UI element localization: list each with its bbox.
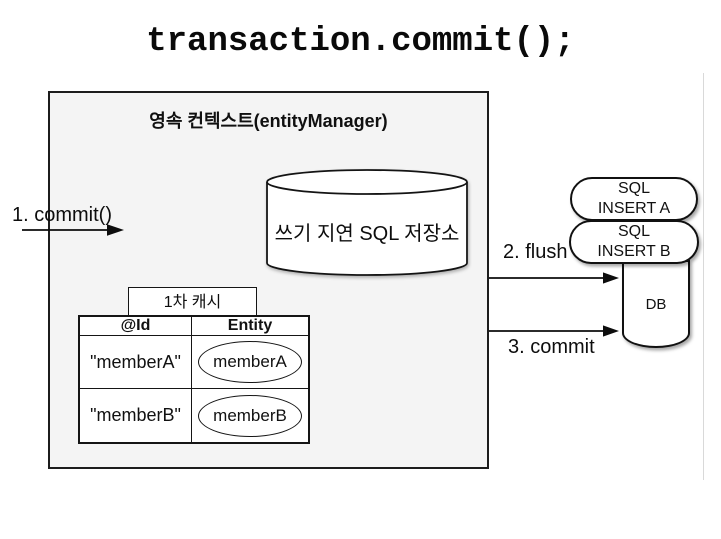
sql-store-label: 쓰기 지연 SQL 저장소 [274, 223, 460, 245]
slide-edge-line [703, 73, 704, 480]
db-commit-arrow [489, 325, 619, 337]
cache-header-id: @Id [80, 317, 192, 336]
persistence-context-label: 영속 컨텍스트(entityManager) [149, 111, 388, 131]
sql-insert-b-card: SQL INSERT B [569, 220, 699, 264]
commit-step-label: 1. commit() [12, 204, 112, 226]
flush-step-label: 2. flush [503, 241, 568, 263]
cache-entity-cell: memberA [192, 336, 308, 389]
cache-table: @Id Entity "memberA" memberA "memberB" m… [78, 315, 310, 444]
cache-id-cell: "memberB" [80, 389, 192, 442]
cache-header-entity: Entity [192, 317, 308, 336]
flush-arrow [489, 272, 619, 284]
cache-entity-cell: memberB [192, 389, 308, 442]
entity-ellipse-member-b: memberB [198, 394, 302, 437]
db-label: DB [645, 295, 667, 313]
entity-ellipse-member-a: memberA [198, 341, 302, 383]
db-commit-step-label: 3. commit [508, 336, 595, 358]
entity-label: memberA [213, 352, 287, 371]
page-title: transaction.commit(); [146, 23, 575, 61]
cache-id-cell: "memberA" [80, 336, 192, 389]
sql-insert-a-card: SQL INSERT A [570, 177, 698, 221]
first-level-cache-tab: 1차 캐시 [128, 287, 257, 315]
db-cylinder: DB [622, 260, 690, 348]
entity-label: memberB [213, 405, 287, 425]
